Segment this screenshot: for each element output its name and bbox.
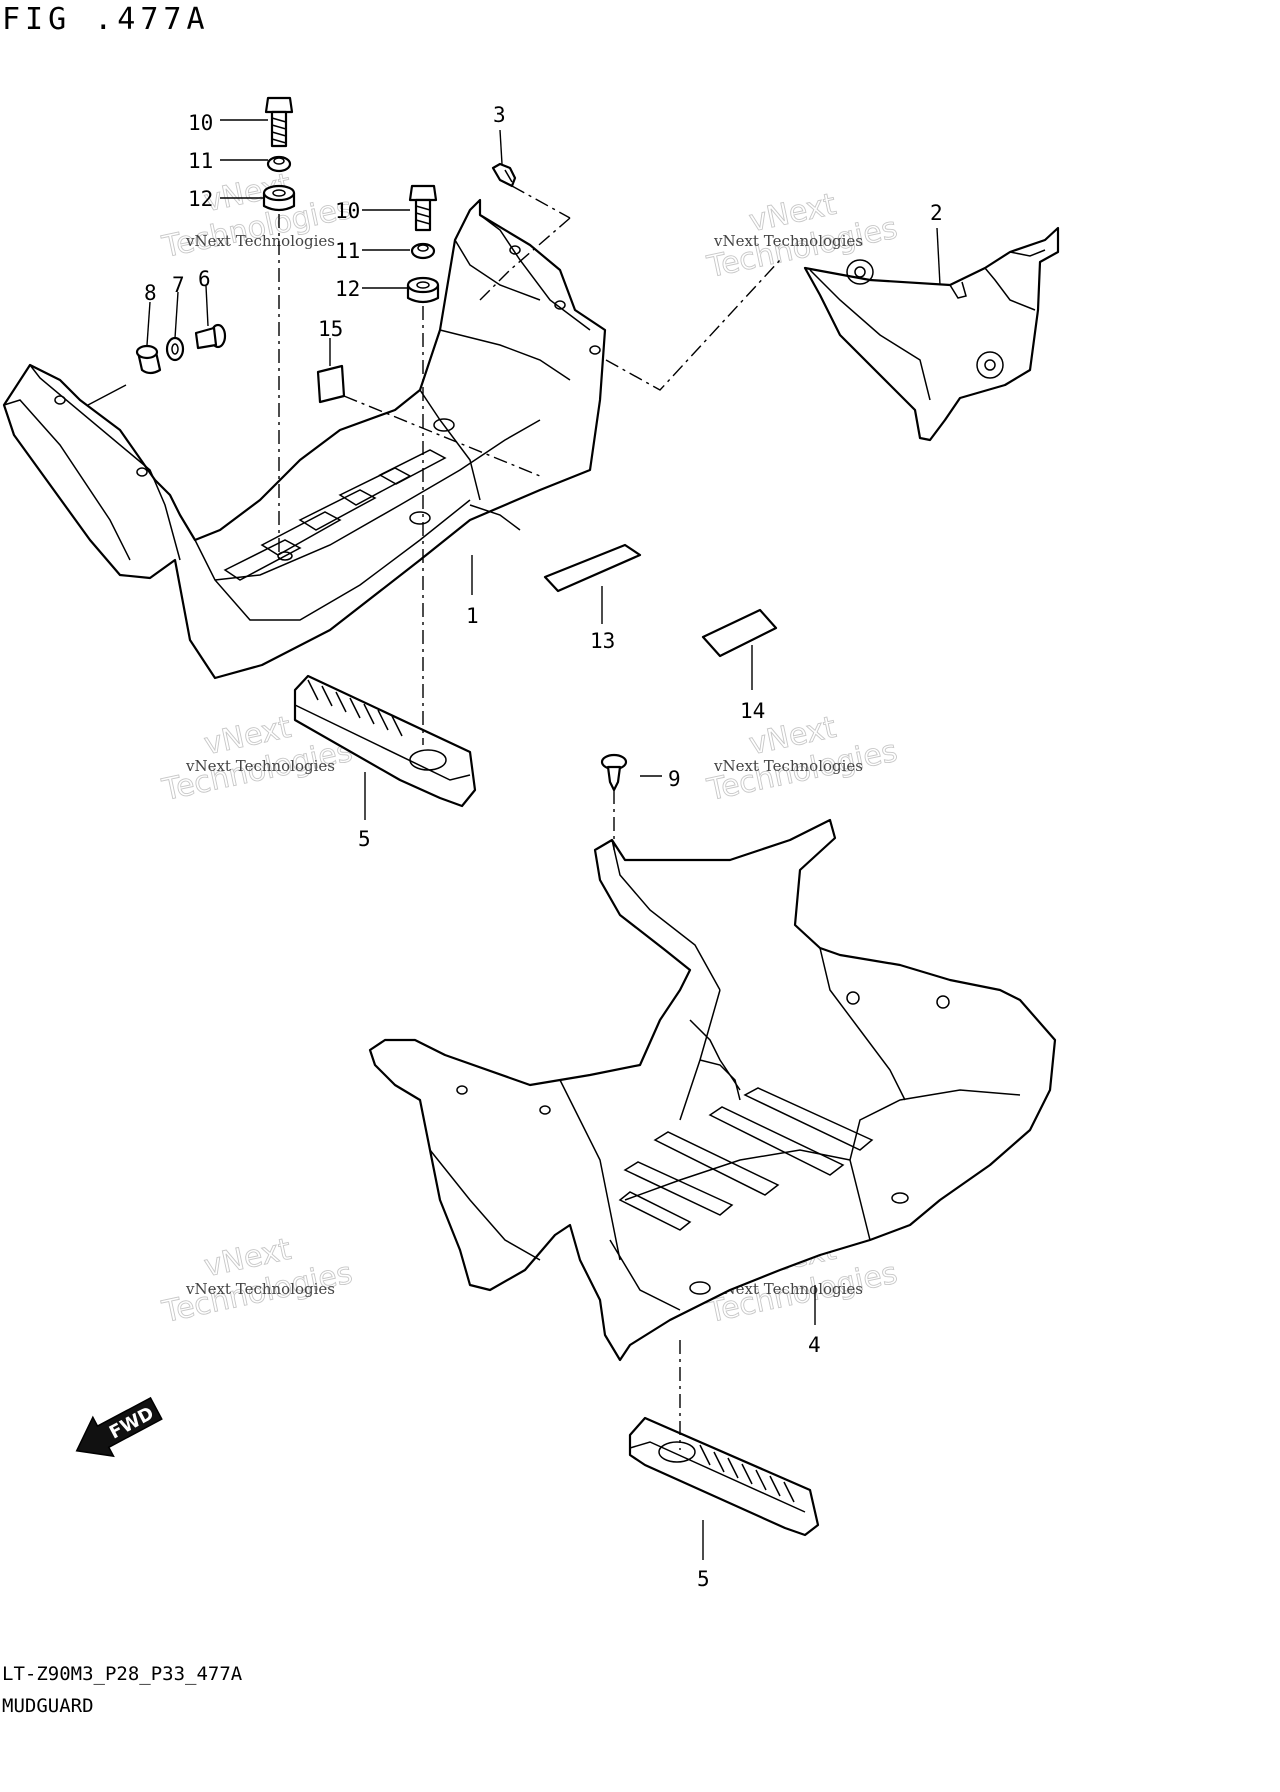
callout-12-left: 12 xyxy=(188,187,213,211)
callout-6: 6 xyxy=(198,267,211,291)
part-12-cushion-right xyxy=(406,276,440,304)
part-9-clip xyxy=(600,753,628,792)
part-11-washer-right xyxy=(410,242,436,260)
callout-12-right: 12 xyxy=(335,277,360,301)
part-6-screw xyxy=(194,323,227,350)
figure-name: MUDGUARD xyxy=(2,1695,94,1717)
part-5-footrest-upper xyxy=(293,674,477,808)
part-5-footrest-lower xyxy=(628,1416,820,1537)
figure-code: LT-Z90M3_P28_P33_477A xyxy=(2,1663,243,1685)
figure-title: FIG .477A xyxy=(2,2,210,37)
part-1-front-mudguard xyxy=(2,198,607,680)
callout-7: 7 xyxy=(172,273,185,297)
part-10-bolt-right xyxy=(408,184,438,232)
part-2-inner-panel xyxy=(803,226,1060,442)
callout-2: 2 xyxy=(930,201,943,225)
callout-1: 1 xyxy=(466,604,479,628)
callout-11-left: 11 xyxy=(188,149,213,173)
part-7-washer xyxy=(165,336,185,362)
callout-10-right: 10 xyxy=(335,199,360,223)
part-15-pad xyxy=(316,364,346,404)
part-12-cushion-left xyxy=(262,184,296,212)
part-13-pad xyxy=(543,543,642,593)
callout-10-left: 10 xyxy=(188,111,213,135)
part-3-clip xyxy=(491,162,517,188)
watermark-text: vNext Technologies xyxy=(185,1280,335,1298)
callout-9: 9 xyxy=(668,767,681,791)
part-10-bolt-left xyxy=(264,96,294,148)
callout-15: 15 xyxy=(318,317,343,341)
watermark-text: vNext Technologies xyxy=(713,232,863,250)
watermark-text: vNext Technologies xyxy=(713,757,863,775)
callout-8: 8 xyxy=(144,281,157,305)
fwd-direction-arrow: FWD xyxy=(75,1396,163,1458)
callout-13: 13 xyxy=(590,629,615,653)
watermark-text: vNext Technologies xyxy=(185,232,335,250)
part-11-washer-left xyxy=(266,155,292,173)
callout-4: 4 xyxy=(808,1333,821,1357)
part-8-collar xyxy=(135,344,162,375)
leader-lines xyxy=(87,119,941,1560)
callout-3: 3 xyxy=(493,103,506,127)
callout-14: 14 xyxy=(740,699,765,723)
part-14-pad xyxy=(701,608,778,658)
watermark-text: vNext Technologies xyxy=(185,757,335,775)
watermark-text: vNext Technologies xyxy=(713,1280,863,1298)
callout-11-right: 11 xyxy=(335,239,360,263)
part-4-rear-mudguard xyxy=(368,818,1057,1362)
callout-labels: 10 11 12 10 11 12 3 2 8 7 6 15 1 13 14 5… xyxy=(144,103,943,1591)
alignment-lines xyxy=(278,185,781,1450)
callout-5-lower: 5 xyxy=(697,1567,710,1591)
callout-5-upper: 5 xyxy=(358,827,371,851)
